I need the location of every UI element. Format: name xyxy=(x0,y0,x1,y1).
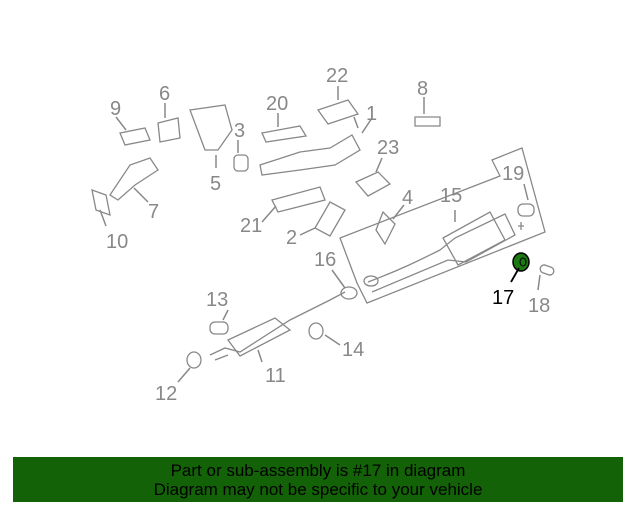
part-2[interactable] xyxy=(314,201,346,237)
part-23[interactable] xyxy=(354,171,392,197)
banner-disclaimer: Diagram may not be specific to your vehi… xyxy=(153,480,483,499)
part-10[interactable] xyxy=(91,189,111,216)
label-part-1: 1 xyxy=(366,103,377,125)
label-part-9: 9 xyxy=(110,98,121,120)
banner-part-info: Part or sub-assembly is #17 in diagram xyxy=(170,461,466,480)
part-21[interactable] xyxy=(271,186,326,213)
part-15-muffler[interactable] xyxy=(363,211,516,293)
label-part-10: 10 xyxy=(106,231,128,253)
part-12[interactable] xyxy=(186,351,202,369)
label-part-6: 6 xyxy=(159,83,170,105)
label-part-20: 20 xyxy=(266,93,288,115)
label-part-19: 19 xyxy=(502,163,524,185)
label-part-15: 15 xyxy=(440,185,462,207)
callout-arrows xyxy=(99,86,541,383)
label-part-8: 8 xyxy=(417,78,428,100)
part-7[interactable] xyxy=(109,157,159,201)
part-22[interactable] xyxy=(316,99,360,125)
part-18[interactable] xyxy=(539,264,555,276)
part-5[interactable] xyxy=(189,104,233,151)
label-part-17: 17 xyxy=(492,287,514,309)
part-13[interactable] xyxy=(209,321,229,335)
part-14[interactable] xyxy=(308,322,324,340)
part-4[interactable] xyxy=(375,210,396,246)
part-16-gasket[interactable] xyxy=(340,286,358,300)
label-part-2: 2 xyxy=(286,227,297,249)
part-8[interactable] xyxy=(414,116,441,127)
label-part-12: 12 xyxy=(155,383,177,405)
label-part-5: 5 xyxy=(210,173,221,195)
label-part-16: 16 xyxy=(314,249,336,271)
info-banner: Part or sub-assembly is #17 in diagram D… xyxy=(13,457,623,502)
part-3[interactable] xyxy=(233,154,249,172)
part-1-pipe[interactable] xyxy=(259,134,361,176)
muffler-assembly-outline xyxy=(339,147,546,304)
part-11-catalytic-converter[interactable] xyxy=(209,291,346,361)
part-6[interactable] xyxy=(157,117,181,143)
label-part-7: 7 xyxy=(148,201,159,223)
label-part-4: 4 xyxy=(402,187,413,209)
part-19[interactable] xyxy=(517,203,535,230)
part-20[interactable] xyxy=(261,125,308,143)
label-part-23: 23 xyxy=(377,137,399,159)
label-part-11: 11 xyxy=(265,365,286,387)
part-9[interactable] xyxy=(119,127,151,146)
label-part-14: 14 xyxy=(342,339,364,361)
label-part-18: 18 xyxy=(528,295,550,317)
part-17-highlighted[interactable] xyxy=(512,252,530,272)
label-part-22: 22 xyxy=(326,65,348,87)
label-part-13: 13 xyxy=(206,289,228,311)
label-part-21: 21 xyxy=(240,215,262,237)
label-part-3: 3 xyxy=(234,120,245,142)
